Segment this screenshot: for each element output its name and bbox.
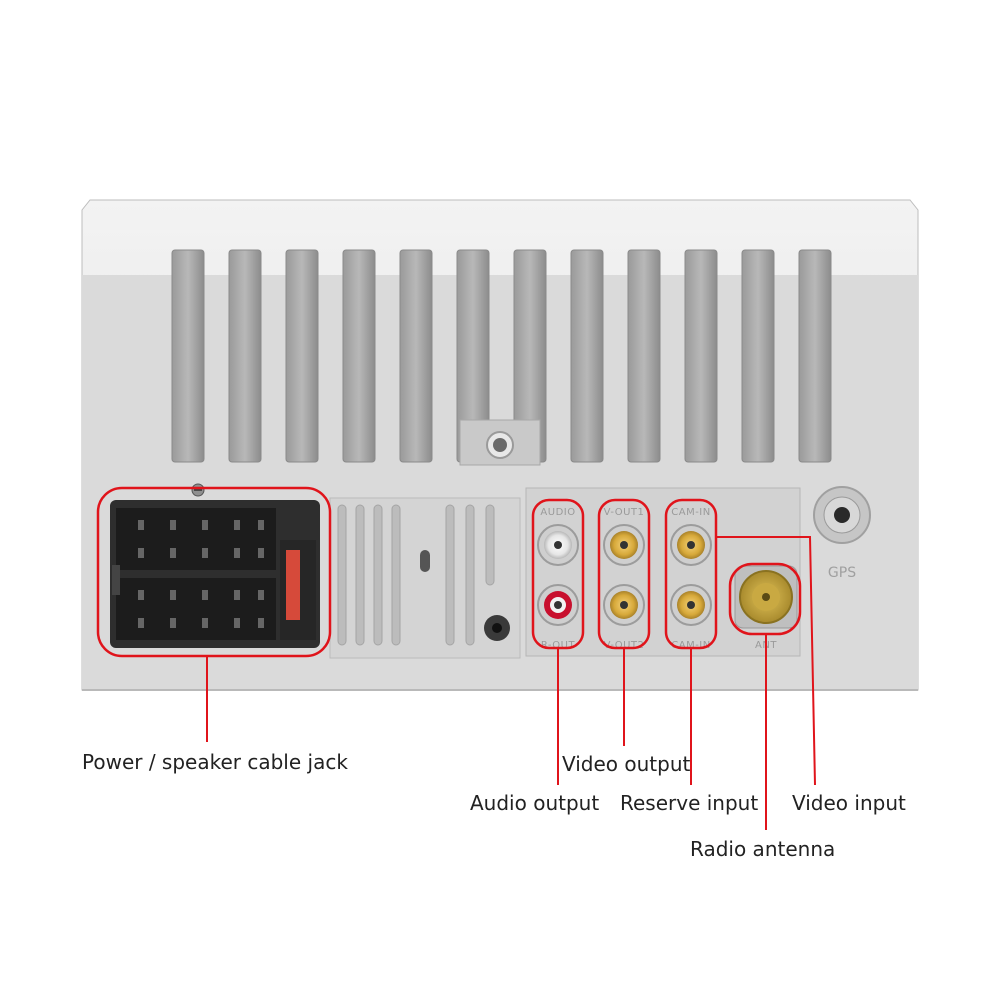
label-audio-top: AUDIO — [540, 507, 575, 518]
lower-grille — [329, 497, 521, 659]
callout-audio-output: Audio output — [470, 791, 600, 815]
callout-power-speaker-cable-jack: Power / speaker cable jack — [82, 750, 348, 774]
wiring-harness-connector-icon — [110, 500, 320, 648]
callout-leader-lines — [206, 536, 816, 830]
callout-radio-antenna: Radio antenna — [690, 837, 836, 861]
vent-slot — [399, 249, 433, 463]
vent-slot — [627, 249, 661, 463]
label-cam-in: CAM-IN — [671, 640, 711, 651]
callout-video-input: Video input — [792, 791, 906, 815]
mounting-bracket — [459, 419, 541, 466]
rca-jack-icon — [537, 524, 712, 626]
vent-slot — [741, 249, 775, 463]
gps-socket-icon — [813, 486, 871, 544]
vent-slot — [228, 249, 262, 463]
label-audio-bottom: R-OUT — [541, 640, 576, 651]
vent-slot — [342, 249, 376, 463]
label-video-out1: V-OUT1 — [604, 507, 645, 518]
cooling-vents — [171, 249, 832, 463]
vent-slot — [570, 249, 604, 463]
label-gps: GPS — [828, 565, 856, 581]
vent-slot — [684, 249, 718, 463]
label-video-out2: V-OUT2 — [604, 640, 645, 651]
antenna-socket-icon — [734, 565, 798, 629]
vent-slot — [798, 249, 832, 463]
label-cam-top: CAM-IN — [671, 507, 711, 518]
callout-video-output: Video output — [562, 752, 691, 776]
vent-slot — [171, 249, 205, 463]
callout-reserve-input: Reserve input — [620, 791, 759, 815]
vent-slot — [285, 249, 319, 463]
